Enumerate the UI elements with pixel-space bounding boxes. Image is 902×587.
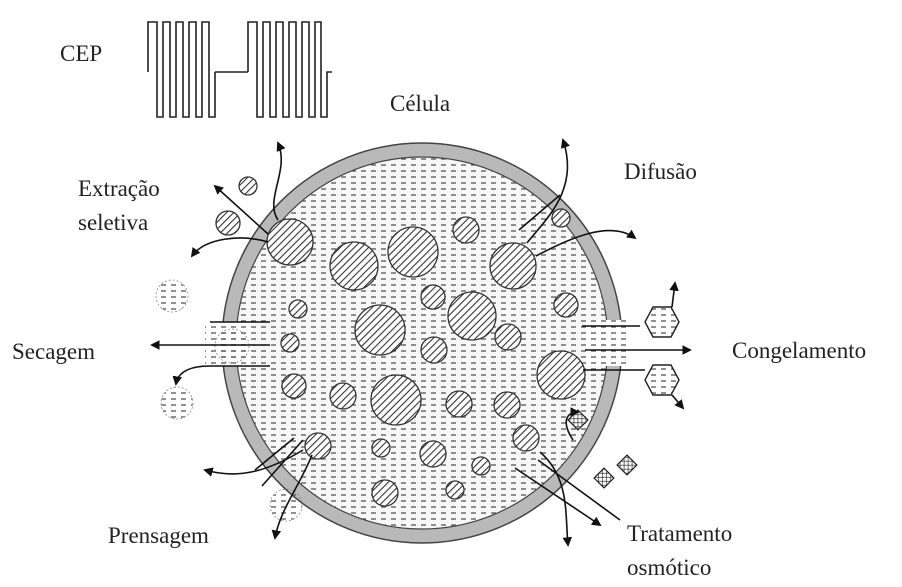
cep-label: CEP	[60, 40, 102, 67]
secagem-label: Secagem	[12, 338, 95, 365]
cep-waveform	[148, 22, 332, 117]
difusao-label: Difusão	[624, 158, 697, 185]
tratamento-label-line2: osmótico	[627, 554, 711, 581]
extracao-label-line2: seletiva	[78, 209, 148, 236]
extracao-label-line1: Extração	[78, 175, 160, 202]
prensagem-label: Prensagem	[108, 522, 209, 549]
ice-crystals	[645, 307, 679, 395]
tratamento-label-line1: Tratamento	[627, 520, 732, 547]
congelamento-label: Congelamento	[732, 337, 866, 364]
cell-label: Célula	[390, 90, 450, 117]
